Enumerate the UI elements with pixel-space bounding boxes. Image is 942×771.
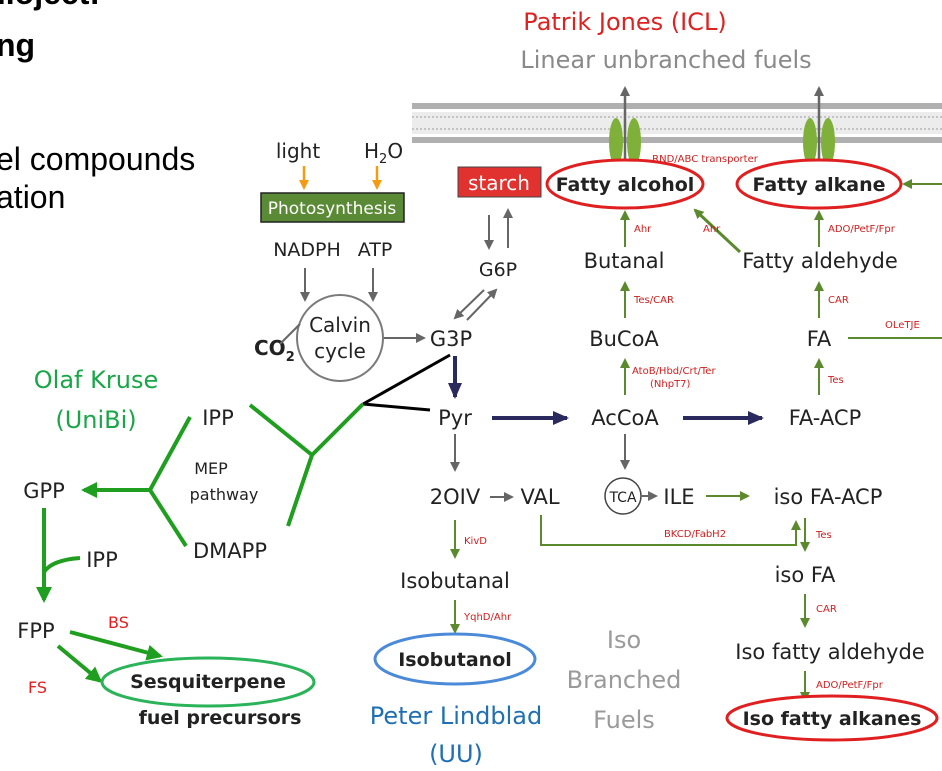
ellipse-sesquiterpene [100, 656, 316, 708]
enzyme-ahr-2: Ahr [703, 224, 721, 235]
metabolite-val: VAL [520, 485, 559, 509]
metabolite-iso-fa: iso FA [775, 563, 836, 587]
label-mep-1: MEP [194, 459, 228, 478]
researcher-peter-affil: (UU) [429, 740, 483, 768]
enzyme-car-2: CAR [816, 604, 837, 615]
metabolite-fatty-alkane: Fatty alkane [752, 174, 885, 196]
ellipse-fatty-alcohol [545, 158, 705, 210]
researcher-olaf-affil: (UniBi) [55, 406, 136, 434]
metabolite-starch: starch [468, 171, 530, 195]
metabolite-fpp: FPP [17, 619, 54, 643]
photosynthesis-label: Photosynthesis [268, 199, 397, 219]
metabolite-gpp: GPP [23, 479, 65, 503]
arrow-g3p-g6p [466, 288, 498, 321]
metabolite-fa: FA [807, 327, 832, 351]
enzyme-fs: FS [28, 678, 47, 697]
header-iso-2: Branched [567, 666, 682, 694]
ellipse-isobutanol [373, 632, 537, 686]
label-water: H2O [364, 139, 403, 167]
metabolite-ipp-2: IPP [86, 548, 118, 572]
arrow-val-isofaacp [540, 515, 801, 546]
enzyme-ahr-1: Ahr [634, 224, 652, 235]
calvin-cycle-circle [296, 294, 384, 382]
pyr-branch-line-b [362, 353, 451, 406]
enzyme-nhpt7: (NhpT7) [650, 379, 691, 390]
metabolite-dmapp: DMAPP [193, 539, 267, 563]
enzyme-oletje: OLeTJE [885, 320, 920, 331]
enzyme-yqhd: YqhD/Ahr [463, 612, 512, 623]
metabolite-accoa: AcCoA [591, 406, 659, 430]
arrow-fpp-sesq-1 [69, 630, 163, 661]
researcher-patrik-jones: Patrik Jones (ICL) [523, 8, 726, 36]
metabolite-iso-fa-acp: iso FA-ACP [774, 485, 883, 509]
enzyme-kivd: KivD [464, 536, 487, 547]
ipp-join-curve [42, 556, 81, 574]
researcher-peter-lindblad: Peter Lindblad [370, 702, 542, 730]
photosynthesis-box [260, 192, 405, 223]
pyr-branch-line-a [362, 402, 431, 412]
label-mep-2: pathway [190, 485, 259, 504]
metabolite-ile: ILE [663, 485, 694, 509]
metabolite-isobutanol: Isobutanol [398, 649, 512, 671]
enzyme-tes-1: Tes [827, 375, 844, 386]
metabolite-tca: TCA [608, 490, 637, 506]
metabolite-fatty-alcohol: Fatty alcohol [556, 174, 695, 196]
metabolite-iso-fatty-aldehyde: Iso fatty aldehyde [735, 640, 924, 664]
calvin-label-1: Calvin [309, 313, 371, 337]
cell-membrane [412, 103, 942, 143]
ellipse-fatty-alkane [735, 158, 903, 210]
enzyme-tes-car: Tes/CAR [633, 295, 674, 306]
metabolite-bucoa: BuCoA [589, 327, 659, 351]
metabolite-sesquiterpene: Sesquiterpene [130, 671, 286, 693]
arrow-fpp-sesq-2 [56, 644, 103, 683]
enzyme-car-1: CAR [828, 295, 849, 306]
arrow-aldehyde-alcohol [693, 208, 742, 254]
starch-box [457, 166, 542, 198]
calvin-label-2: cycle [314, 339, 366, 363]
mep-line-dmapp [286, 454, 314, 527]
enzyme-atob: AtoB/Hbd/Crt/Ter [632, 366, 716, 377]
metabolite-2oiv: 2OIV [430, 485, 481, 509]
metabolite-g6p: G6P [479, 259, 517, 281]
header-iso-3: Fuels [593, 706, 655, 734]
co2-line [279, 323, 301, 345]
slide-title-fragment-1: ...oject: [0, 0, 100, 11]
header-linear-fuels: Linear unbranched fuels [520, 46, 811, 74]
slide-body-fragment-2: ation [0, 179, 65, 215]
enzyme-bkcd: BKCD/FabH2 [664, 529, 726, 540]
mep-line-a [148, 416, 192, 491]
header-iso-1: Iso [607, 626, 641, 654]
metabolite-fuel-precursors: fuel precursors [139, 707, 302, 729]
enzyme-transporter: RND/ABC transporter [652, 154, 759, 165]
metabolite-pyr: Pyr [438, 406, 472, 430]
label-nadph: NADPH [273, 239, 341, 261]
metabolite-isobutanal: Isobutanal [400, 569, 510, 593]
enzyme-ado-2: ADO/PetF/Fpr [816, 680, 884, 691]
metabolite-g3p: G3P [430, 327, 472, 351]
slide-body-fragment-1: el compounds [0, 141, 195, 177]
mep-line-ipp [248, 402, 365, 458]
label-light: light [276, 139, 320, 163]
metabolite-fa-acp: FA-ACP [789, 406, 862, 430]
metabolite-fatty-aldehyde: Fatty aldehyde [742, 249, 898, 273]
researcher-olaf-kruse: Olaf Kruse [34, 366, 158, 394]
enzyme-ado-1: ADO/PetF/Fpr [828, 224, 896, 235]
enzyme-bs: BS [108, 613, 129, 632]
metabolite-butanal: Butanal [584, 249, 665, 273]
mep-line-b [148, 488, 188, 548]
ellipse-iso-fatty-alkanes [725, 694, 939, 742]
metabolite-iso-fatty-alkanes: Iso fatty alkanes [743, 708, 922, 730]
arrow-g6p-g3p [453, 289, 485, 320]
label-co2: CO2 [254, 336, 295, 365]
label-atp: ATP [358, 239, 393, 261]
metabolite-ipp: IPP [202, 406, 234, 430]
enzyme-tes-2: Tes [815, 530, 832, 541]
slide-title-fragment-2: ng [0, 27, 35, 63]
